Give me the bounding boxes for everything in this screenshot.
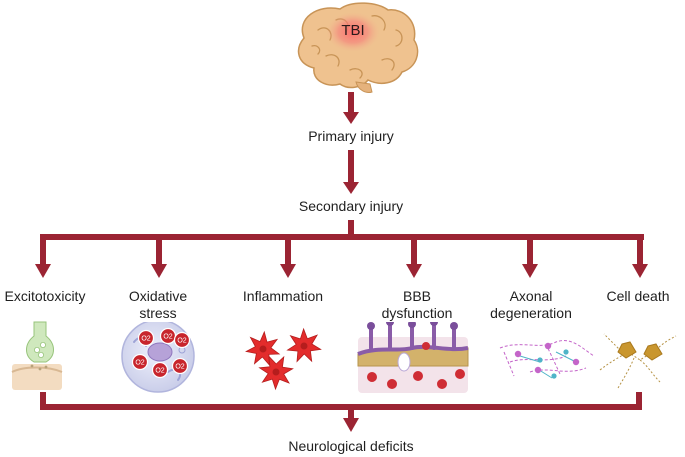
bbb-dysfunction-label: BBB dysfunction [372,288,462,322]
inflammatory-cell-nucleus [272,368,280,376]
oxidative-stress-label: Oxidative stress [113,288,203,322]
secondary-injury-label: Secondary injury [266,198,436,215]
axonal-degeneration-label: Axonal degeneration [484,288,578,322]
arrow-to-excitotoxicity-head [35,264,51,278]
collector-bar [40,404,642,410]
inflammatory-cells-icon [245,327,322,391]
oxidative-stress-line-2: stress [139,305,177,321]
cell-death-label: Cell death [596,288,680,305]
oxidative-stress-line-1: Oxidative [128,288,188,304]
ros-molecule [131,353,149,371]
arrow-to-axonal-degeneration-head [522,264,538,278]
ros-label: O2 [155,368,164,375]
arrow-to-oxidative-stress-head [151,264,167,278]
cell-death-line-1: Cell death [606,288,670,304]
connectors [35,92,648,432]
arrow-brain-to-primary-head [343,112,359,124]
ros-label: O2 [175,364,184,371]
axon-network-icon [499,340,595,379]
inflammation-line-1: Inflammation [242,288,324,304]
bbb-vessel-icon [357,318,469,393]
arrow-to-oxidative-stress-shaft [156,236,162,266]
arrow-to-excitotoxicity-shaft [40,236,46,266]
arrow-brain-to-primary-shaft [348,92,354,114]
excitotoxicity-label: Excitotoxicity [0,288,90,305]
arrow-to-bbb-dysfunction-head [406,264,422,278]
axonal-degeneration-line-1: Axonal [509,288,553,304]
ros-molecule [171,357,189,375]
arrow-to-axonal-degeneration-shaft [527,236,533,266]
ros-label: O2 [163,334,172,341]
dying-neurons-icon [599,333,677,389]
arrow-primary-to-secondary-head [343,182,359,194]
arrow-to-deficits-head [343,418,359,432]
arrow-to-inflammation-shaft [285,236,291,266]
bbb-dysfunction-line-2: dysfunction [381,305,453,321]
bbb-dysfunction-line-1: BBB [402,288,431,304]
oxidative-cell-icon [121,319,195,393]
brain-icon [297,2,419,93]
arrow-to-deficits-shaft [348,408,354,420]
arrow-primary-to-secondary-shaft [348,150,354,184]
neurological-deficits-label: Neurological deficits [256,438,446,455]
collector-right [636,392,642,408]
ros-label: O2 [141,336,150,343]
synapse-icon [11,321,63,390]
inflammatory-cell-nucleus [259,345,267,353]
primary-injury-label: Primary injury [266,128,436,145]
ros-molecule [137,329,155,347]
ros-label: O2 [135,360,144,367]
arrow-to-cell-death-shaft [637,236,643,266]
inflammation-label: Inflammation [232,288,334,305]
tbi-label: TBI [341,22,365,39]
ros-label: O2 [177,338,186,345]
inflammatory-cell-nucleus [300,342,308,350]
ros-molecule [151,361,169,379]
arrow-to-cell-death-head [632,264,648,278]
branch-trunk [348,220,354,238]
collector-left [40,392,46,408]
arrow-to-inflammation-head [280,264,296,278]
axonal-degeneration-line-2: degeneration [490,305,572,321]
branch-bar [40,234,644,240]
excitotoxicity-line-1: Excitotoxicity [4,288,86,304]
ros-molecule [173,331,191,349]
arrow-to-bbb-dysfunction-shaft [411,236,417,266]
